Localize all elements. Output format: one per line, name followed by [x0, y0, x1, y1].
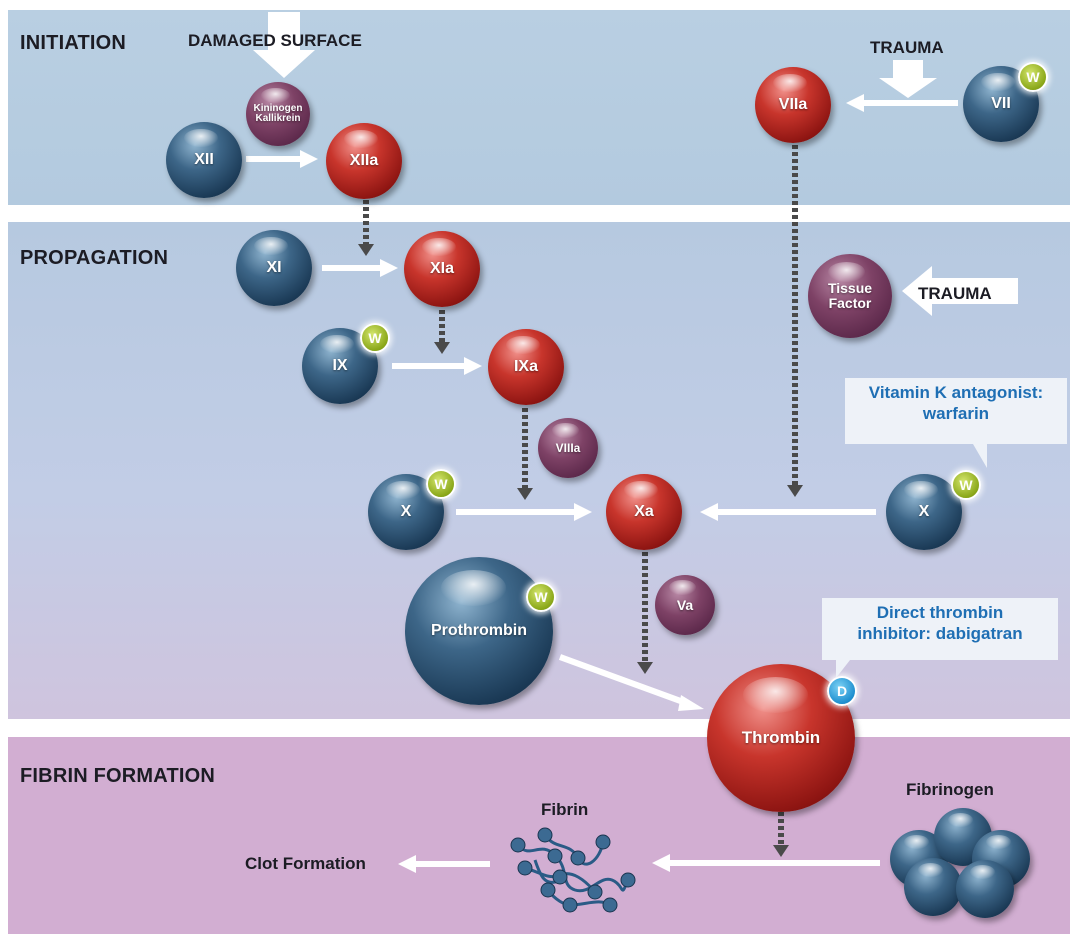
callout-vitamin-k-antagonist: Vitamin K antagonist:warfarin [845, 378, 1067, 468]
factor-x-left: X [368, 474, 444, 550]
prothrombin: Prothrombin [405, 557, 553, 705]
trauma-tissue-arrow [902, 266, 1018, 316]
arrow-prothrombin-thrombin [558, 654, 688, 706]
fibrin-label: Fibrin [541, 800, 589, 819]
trauma-label-tissue: TRAUMA [918, 284, 992, 303]
fibrinogen-label: Fibrinogen [906, 780, 994, 799]
factor-ixa: IXa [488, 329, 564, 405]
fibrinogen-ball [956, 860, 1014, 918]
factor-xi: XI [236, 230, 312, 306]
warfarin-badge-ix: W [360, 323, 390, 353]
fibrinogen-cluster [890, 808, 1040, 918]
warfarin-badge-x-left: W [426, 469, 456, 499]
factor-viia: VIIa [755, 67, 831, 143]
factor-xii: XII [166, 122, 242, 198]
fibrinogen-ball [904, 858, 962, 916]
damaged-surface-arrow [253, 12, 315, 78]
factor-xa: Xa [606, 474, 682, 550]
factor-viiia: VIIIa [538, 418, 598, 478]
damaged-surface-label: DAMAGED SURFACE [188, 31, 362, 50]
fibrin-nodes [510, 827, 636, 913]
warfarin-badge-vii: W [1018, 62, 1048, 92]
dabigatran-badge-thrombin: D [827, 676, 857, 706]
factor-xiia: XIIa [326, 123, 402, 199]
factor-va: Va [655, 575, 715, 635]
section-title-initiation: INITIATION [20, 32, 127, 54]
fibrin-mesh [516, 834, 630, 907]
factor-x-right: X [886, 474, 962, 550]
trauma-label-initiation: TRAUMA [870, 38, 944, 57]
section-title-fibrin-formation: FIBRIN FORMATION [20, 765, 216, 787]
warfarin-badge-prothrombin: W [526, 582, 556, 612]
factor-xia: XIa [404, 231, 480, 307]
trauma-top-arrow [879, 60, 937, 98]
clot-formation-label: Clot Formation [245, 854, 366, 873]
warfarin-badge-x-right: W [951, 470, 981, 500]
section-title-propagation: PROPAGATION [20, 247, 169, 269]
